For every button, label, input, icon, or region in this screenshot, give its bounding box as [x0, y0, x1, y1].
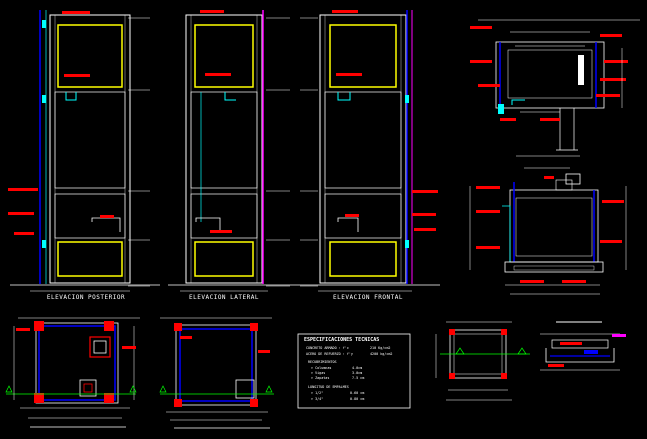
label-elevacion-posterior: ELEVACION POSTERIOR	[47, 294, 125, 301]
column-section	[435, 321, 530, 401]
footing-detail	[540, 321, 626, 371]
spec-lap-title: LONGITUD DE EMPALMES	[308, 385, 349, 389]
spec-cover-1-value: 4.0cm	[352, 366, 362, 370]
spec-lap-1-value: 0.60 cm	[350, 391, 364, 395]
spec-steel-value: 4200 kg/cm2	[370, 352, 392, 356]
detail-top-right	[470, 19, 640, 157]
spec-lap-1: > 1/2"	[311, 391, 323, 395]
spec-lap-2-value: 0.80 cm	[350, 397, 364, 401]
spec-steel-label: ACERO DE REFUERZO : f'y	[306, 352, 353, 356]
specs-title: ESPECIFICACIONES TECNICAS	[304, 337, 379, 343]
spec-cover-title: RECUBRIMIENTOS	[308, 360, 337, 364]
spec-concrete-value: 210 Kg/cm2	[370, 346, 390, 350]
spec-lap-2: > 3/4"	[311, 397, 323, 401]
spec-cover-3-value: 7.5 cm	[352, 376, 364, 380]
spec-concrete-label: CONCRETO ARMADO : f'c	[306, 346, 349, 350]
elevation-frontal	[300, 10, 440, 292]
label-elevacion-frontal: ELEVACION FRONTAL	[333, 294, 403, 301]
spec-cover-2-value: 3.0cm	[352, 371, 362, 375]
elevation-posterior	[8, 10, 160, 292]
spec-cover-2: > Vigas	[311, 371, 325, 375]
plan-bottom-middle	[159, 317, 274, 429]
detail-middle-right	[469, 167, 627, 295]
elevation-lateral	[168, 10, 300, 292]
spec-cover-1: > Columnas	[311, 366, 331, 370]
label-elevacion-lateral: ELEVACION LATERAL	[189, 294, 259, 301]
specs-panel: ESPECIFICACIONES TECNICAS CONCRETO ARMAD…	[297, 333, 411, 409]
spec-cover-3: > Zapatas	[311, 376, 329, 380]
plan-bottom-left	[5, 317, 140, 428]
